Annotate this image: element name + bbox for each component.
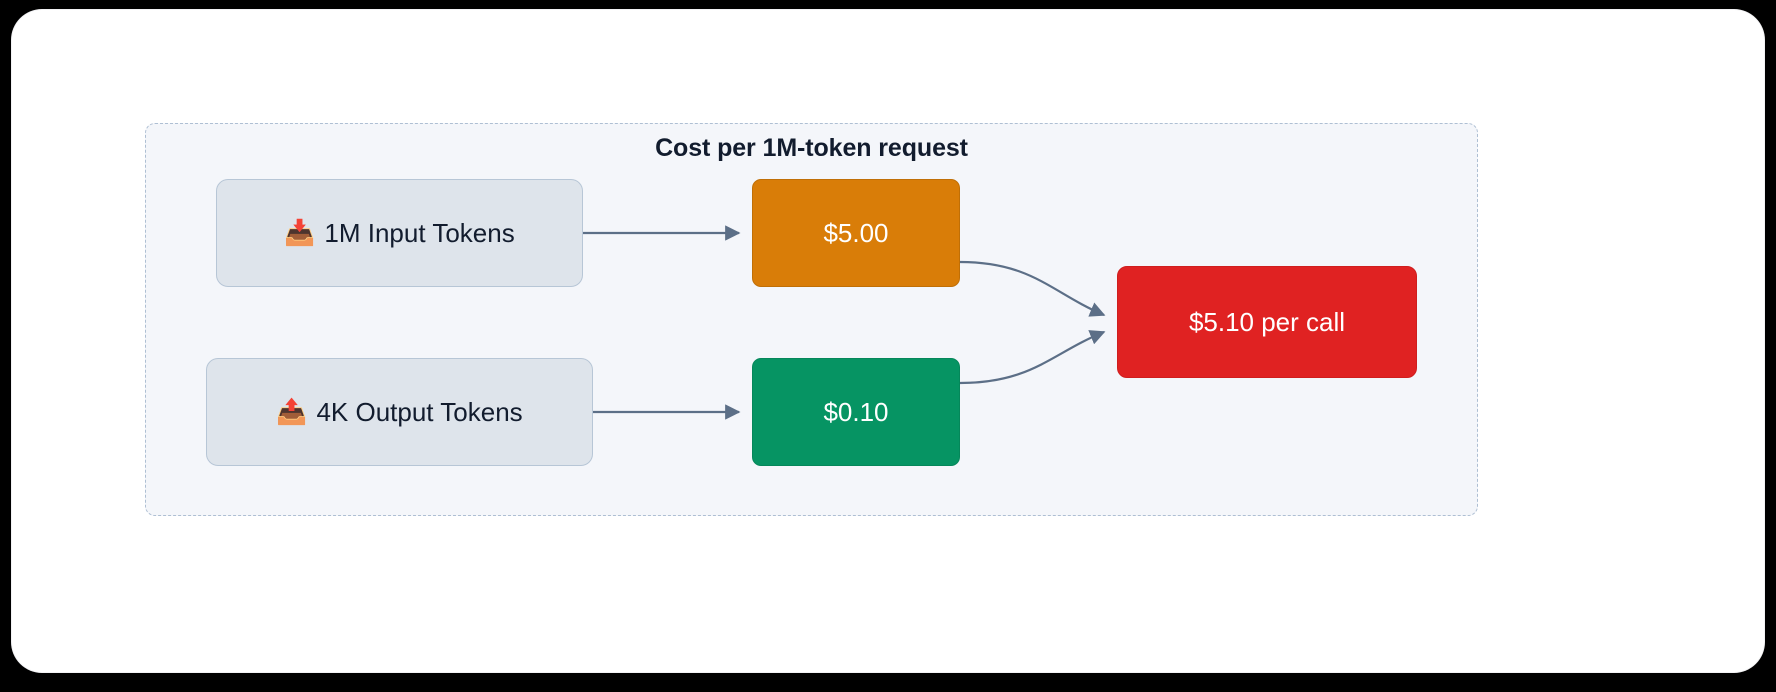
outbox-tray-icon: 📤: [276, 397, 308, 426]
node-output-cost[interactable]: $0.10: [752, 358, 960, 466]
node-total-cost[interactable]: $5.10 per call: [1117, 266, 1417, 378]
diagram-card: Cost per 1M-token request 📥 1M Input Tok…: [12, 10, 1764, 672]
node-input-cost-label: $5.00: [823, 217, 889, 248]
node-output-tokens[interactable]: 📤 4K Output Tokens: [206, 358, 593, 466]
node-output-cost-label: $0.10: [823, 396, 889, 427]
subgraph-title: Cost per 1M-token request: [655, 134, 968, 162]
node-total-cost-label: $5.10 per call: [1188, 306, 1346, 337]
inbox-tray-icon: 📥: [284, 218, 316, 247]
node-input-cost[interactable]: $5.00: [752, 179, 960, 287]
node-input-tokens[interactable]: 📥 1M Input Tokens: [216, 179, 583, 287]
node-input-tokens-label: 1M Input Tokens: [324, 217, 515, 248]
node-output-tokens-label: 4K Output Tokens: [316, 396, 523, 427]
